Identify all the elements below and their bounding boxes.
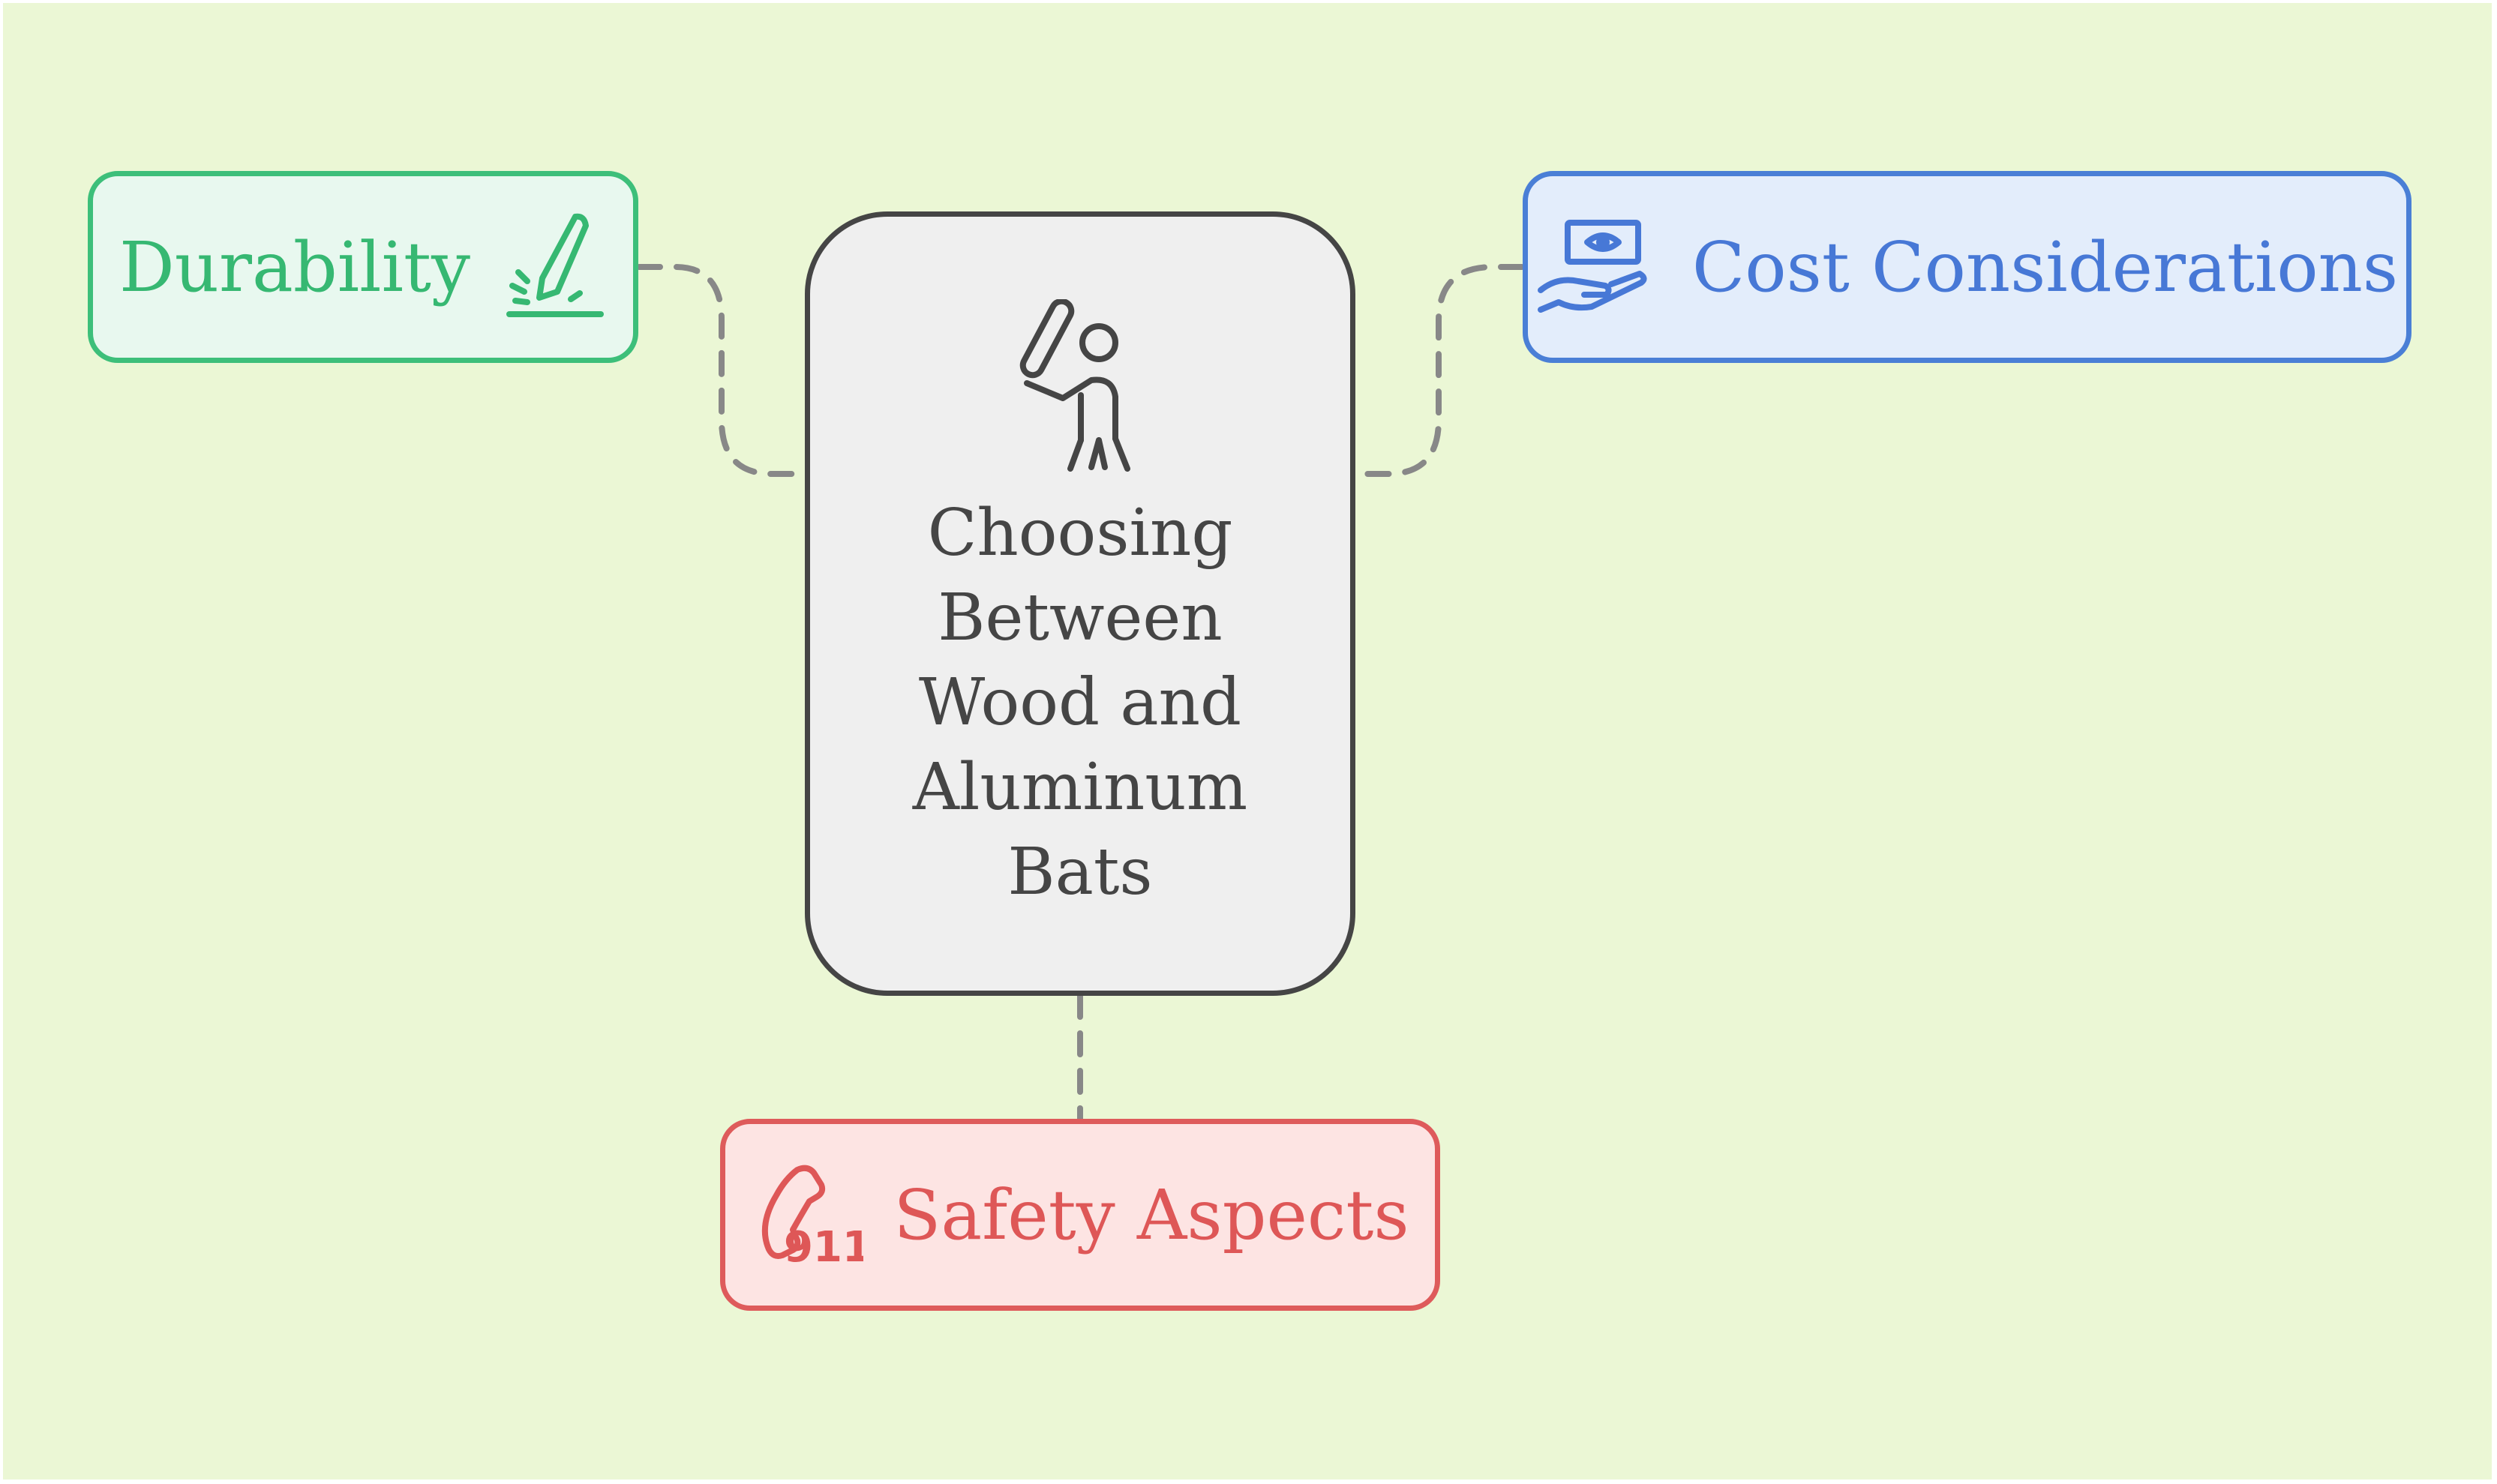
baseball-batter-icon bbox=[1019, 299, 1130, 472]
phone-911-icon: 911 bbox=[762, 1165, 863, 1267]
durability-node[interactable]: Durability bbox=[88, 171, 638, 363]
central-topic-title: Choosing Between Wood and Aluminum Bats bbox=[912, 496, 1248, 910]
durability-label: Durability bbox=[119, 226, 470, 307]
svg-text:911: 911 bbox=[784, 1223, 863, 1267]
safety-aspects-node[interactable]: 911 Safety Aspects bbox=[720, 1119, 1440, 1311]
money-hand-icon bbox=[1537, 220, 1647, 313]
connector-cost bbox=[1352, 264, 1525, 477]
cost-considerations-label: Cost Considerations bbox=[1691, 226, 2399, 307]
knife-cut-icon bbox=[506, 213, 604, 317]
connector-durability bbox=[636, 264, 808, 477]
safety-aspects-label: Safety Aspects bbox=[893, 1174, 1409, 1255]
central-topic-node[interactable]: Choosing Between Wood and Aluminum Bats bbox=[805, 211, 1355, 996]
cost-considerations-node[interactable]: Cost Considerations bbox=[1523, 171, 2411, 363]
